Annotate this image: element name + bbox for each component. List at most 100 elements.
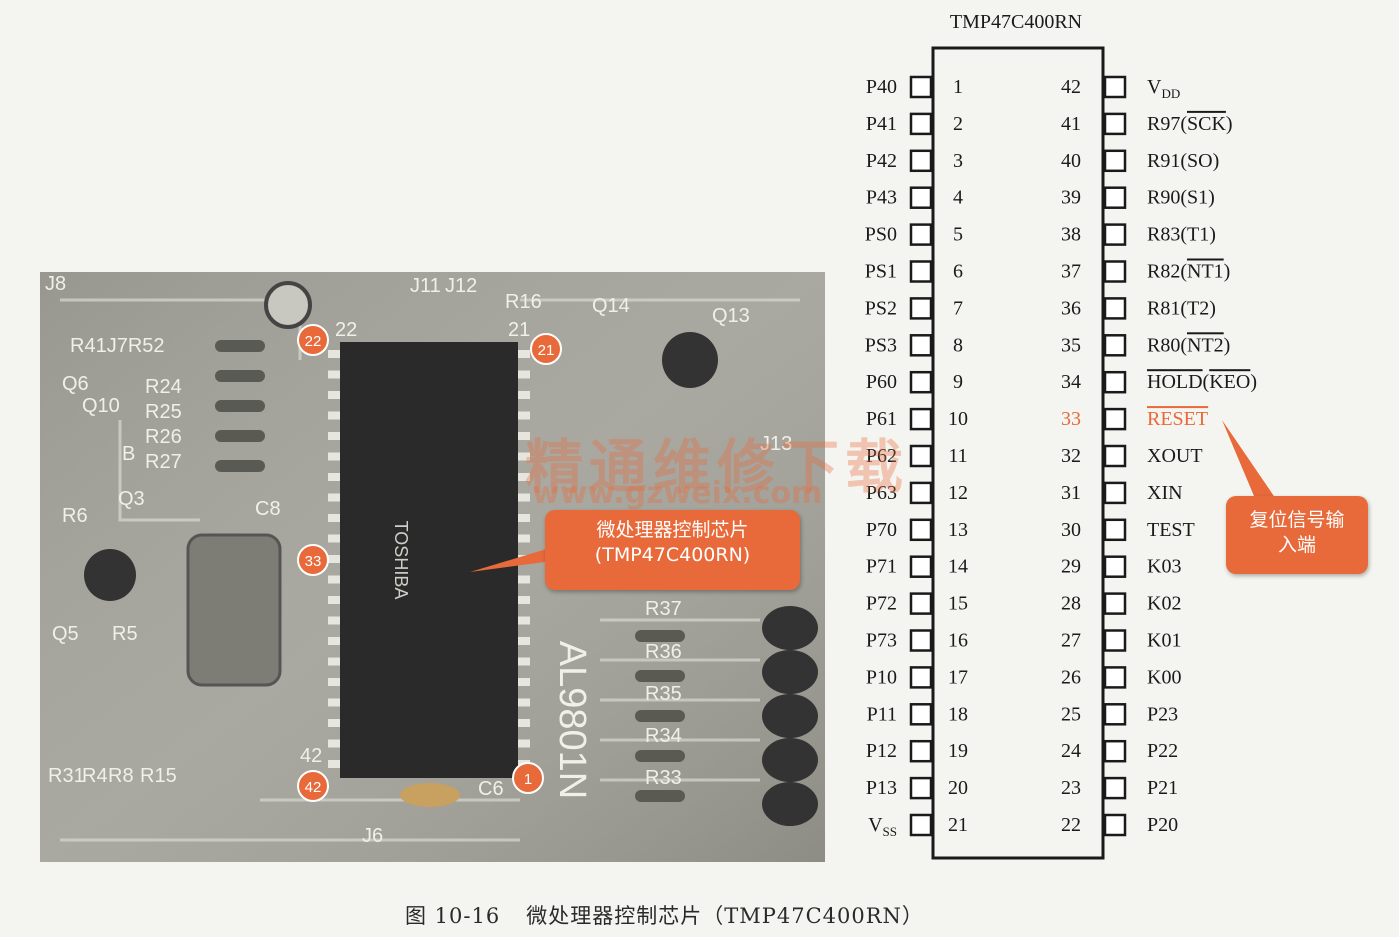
pin-label: R82(NT1): [1147, 261, 1230, 283]
chip-callout-line1: 微处理器控制芯片: [596, 519, 749, 541]
photo-pin: [328, 596, 340, 604]
pin-number: 13: [948, 519, 968, 541]
pin-marker: 21: [530, 333, 562, 365]
svg-text:R31: R31: [48, 765, 85, 787]
pin-number: 14: [948, 556, 968, 578]
pin-label: P11: [867, 703, 897, 725]
photo-pin: [328, 719, 340, 727]
figure-title: 微处理器控制芯片（TMP47C400RN）: [526, 904, 924, 928]
pin-pad: [1103, 666, 1127, 689]
pin-number: 17: [948, 666, 968, 688]
pin-number: 11: [948, 445, 967, 467]
pin-pad: [909, 75, 933, 99]
svg-text:C6: C6: [478, 778, 504, 800]
pin-number: 4: [953, 187, 963, 209]
photo-pin: [328, 514, 340, 522]
photo-pin: [328, 493, 340, 502]
pin-number: 42: [1061, 76, 1081, 98]
svg-text:Q3: Q3: [118, 488, 145, 510]
photo-pin: [518, 596, 530, 604]
photo-chip-pins-left: [328, 350, 340, 768]
svg-text:R27: R27: [145, 451, 182, 473]
svg-text:Q5: Q5: [52, 623, 79, 645]
pin-label: PS0: [865, 224, 897, 246]
pin-number: 10: [948, 408, 968, 430]
pin-pad: [909, 739, 933, 763]
pin-pad: [1103, 629, 1127, 652]
photo-pin: [328, 698, 340, 707]
pin-label: P40: [866, 76, 897, 98]
photo-transistor: [84, 549, 136, 601]
pin-label: XIN: [1147, 482, 1183, 504]
pin-pad: [909, 407, 933, 431]
pin-pad: [1103, 186, 1127, 209]
pin-label: R97(SCK): [1147, 113, 1233, 135]
svg-text:R24: R24: [145, 376, 182, 398]
pin-pad: [909, 260, 933, 283]
pin-pad: [909, 813, 933, 837]
pin-pad: [909, 776, 933, 800]
photo-pin: [328, 739, 340, 748]
pin-marker-label: 21: [538, 342, 555, 359]
pin-label: VSS: [868, 814, 897, 839]
photo-pin: [328, 616, 340, 625]
photo-pin: [518, 473, 530, 481]
pin-pad: [1103, 776, 1127, 800]
pin-label: PS2: [865, 297, 897, 319]
svg-text:Q6: Q6: [62, 373, 89, 395]
pin-number: 9: [953, 371, 963, 393]
pin-number: 8: [953, 334, 963, 356]
photo-pin: [518, 493, 530, 502]
svg-text:J11: J11: [410, 275, 441, 297]
photo-crystal: [186, 533, 282, 687]
pin-number: 2: [953, 113, 963, 135]
pin-pad: [1103, 407, 1127, 431]
photo-transistor-row: [762, 606, 818, 826]
svg-text:R8: R8: [108, 765, 134, 787]
svg-text:R26: R26: [145, 426, 182, 448]
photo-pin: [518, 575, 530, 584]
pin-pad: [1103, 739, 1127, 763]
pin-number: 38: [1061, 224, 1081, 246]
pin-pad: [909, 555, 933, 578]
pin-marker: 42: [297, 770, 329, 802]
svg-text:B: B: [122, 443, 135, 465]
pin-right: 41 R97(SCK): [1061, 112, 1233, 136]
pin-marker-dot: [512, 762, 544, 794]
pin-label: P23: [1147, 703, 1178, 725]
pin-pad: [909, 666, 933, 689]
svg-text:R4: R4: [82, 765, 108, 787]
svg-text:TOSHIBA: TOSHIBA: [391, 521, 411, 600]
pin-number: 41: [1061, 113, 1081, 135]
svg-text:Q13: Q13: [712, 305, 750, 327]
photo-pin: [328, 411, 340, 420]
svg-text:Q14: Q14: [592, 295, 630, 317]
pin-number: 6: [953, 261, 963, 283]
pin-number: 29: [1061, 556, 1081, 578]
reset-callout: 复位信号输入端: [1226, 496, 1368, 574]
pin-number: 32: [1061, 445, 1081, 467]
pin-marker: 1: [512, 762, 544, 794]
pin-label: P12: [866, 740, 897, 762]
pin-number: 30: [1061, 519, 1081, 541]
svg-text:AL9801N: AL9801N: [551, 641, 593, 799]
svg-text:R33: R33: [645, 767, 682, 789]
pin-label: P70: [866, 519, 897, 541]
pin-pad: [909, 112, 933, 136]
pin-pad: [909, 518, 933, 542]
